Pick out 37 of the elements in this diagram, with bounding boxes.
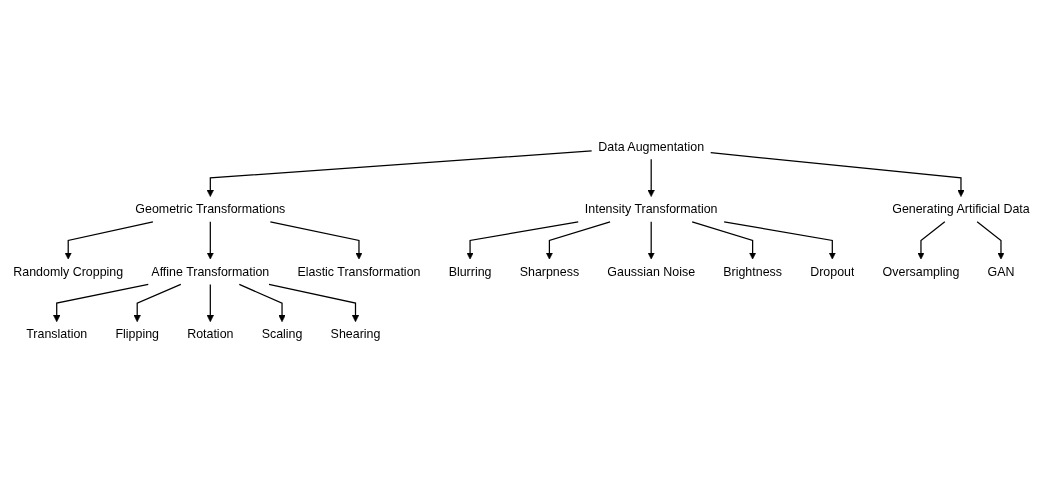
node-text: Geometric Transformations xyxy=(135,201,286,216)
arrow xyxy=(976,221,1005,260)
node-text: Shearing xyxy=(330,326,381,341)
arrow xyxy=(691,221,757,260)
arrow xyxy=(268,283,360,323)
arrow xyxy=(206,283,214,323)
node-text: Flipping xyxy=(115,326,159,341)
arrow xyxy=(53,283,149,323)
node-text: Rotation xyxy=(187,326,234,341)
node-text: GAN xyxy=(987,264,1015,279)
arrow xyxy=(64,221,154,260)
node-text: Blurring xyxy=(448,264,492,279)
arrow xyxy=(238,283,286,323)
node-text: Intensity Transformation xyxy=(584,201,718,216)
arrow xyxy=(545,221,611,260)
arrow xyxy=(723,221,836,260)
node-text: Gaussian Noise xyxy=(607,264,696,279)
node-text: Dropout xyxy=(810,264,855,279)
arrow xyxy=(917,221,946,260)
arrow xyxy=(206,150,593,197)
node-text: Generating Artificial Data xyxy=(892,201,1030,216)
arrow xyxy=(269,221,363,260)
node-text: Oversampling xyxy=(882,264,960,279)
node-text: Scaling xyxy=(261,326,303,341)
arrow xyxy=(647,221,655,260)
node-text: Sharpness xyxy=(519,264,580,279)
arrow xyxy=(206,221,214,260)
node-text: Randomly Cropping xyxy=(13,264,124,279)
node-text: Affine Transformation xyxy=(151,264,270,279)
node-text: Translation xyxy=(26,326,88,341)
arrow xyxy=(647,158,655,197)
node-text: Elastic Transformation xyxy=(297,264,421,279)
arrow xyxy=(710,152,965,197)
arrow xyxy=(133,283,182,323)
arrow xyxy=(466,221,579,260)
node-text: Data Augmentation xyxy=(598,138,705,154)
node-text: Brightness xyxy=(723,264,782,279)
